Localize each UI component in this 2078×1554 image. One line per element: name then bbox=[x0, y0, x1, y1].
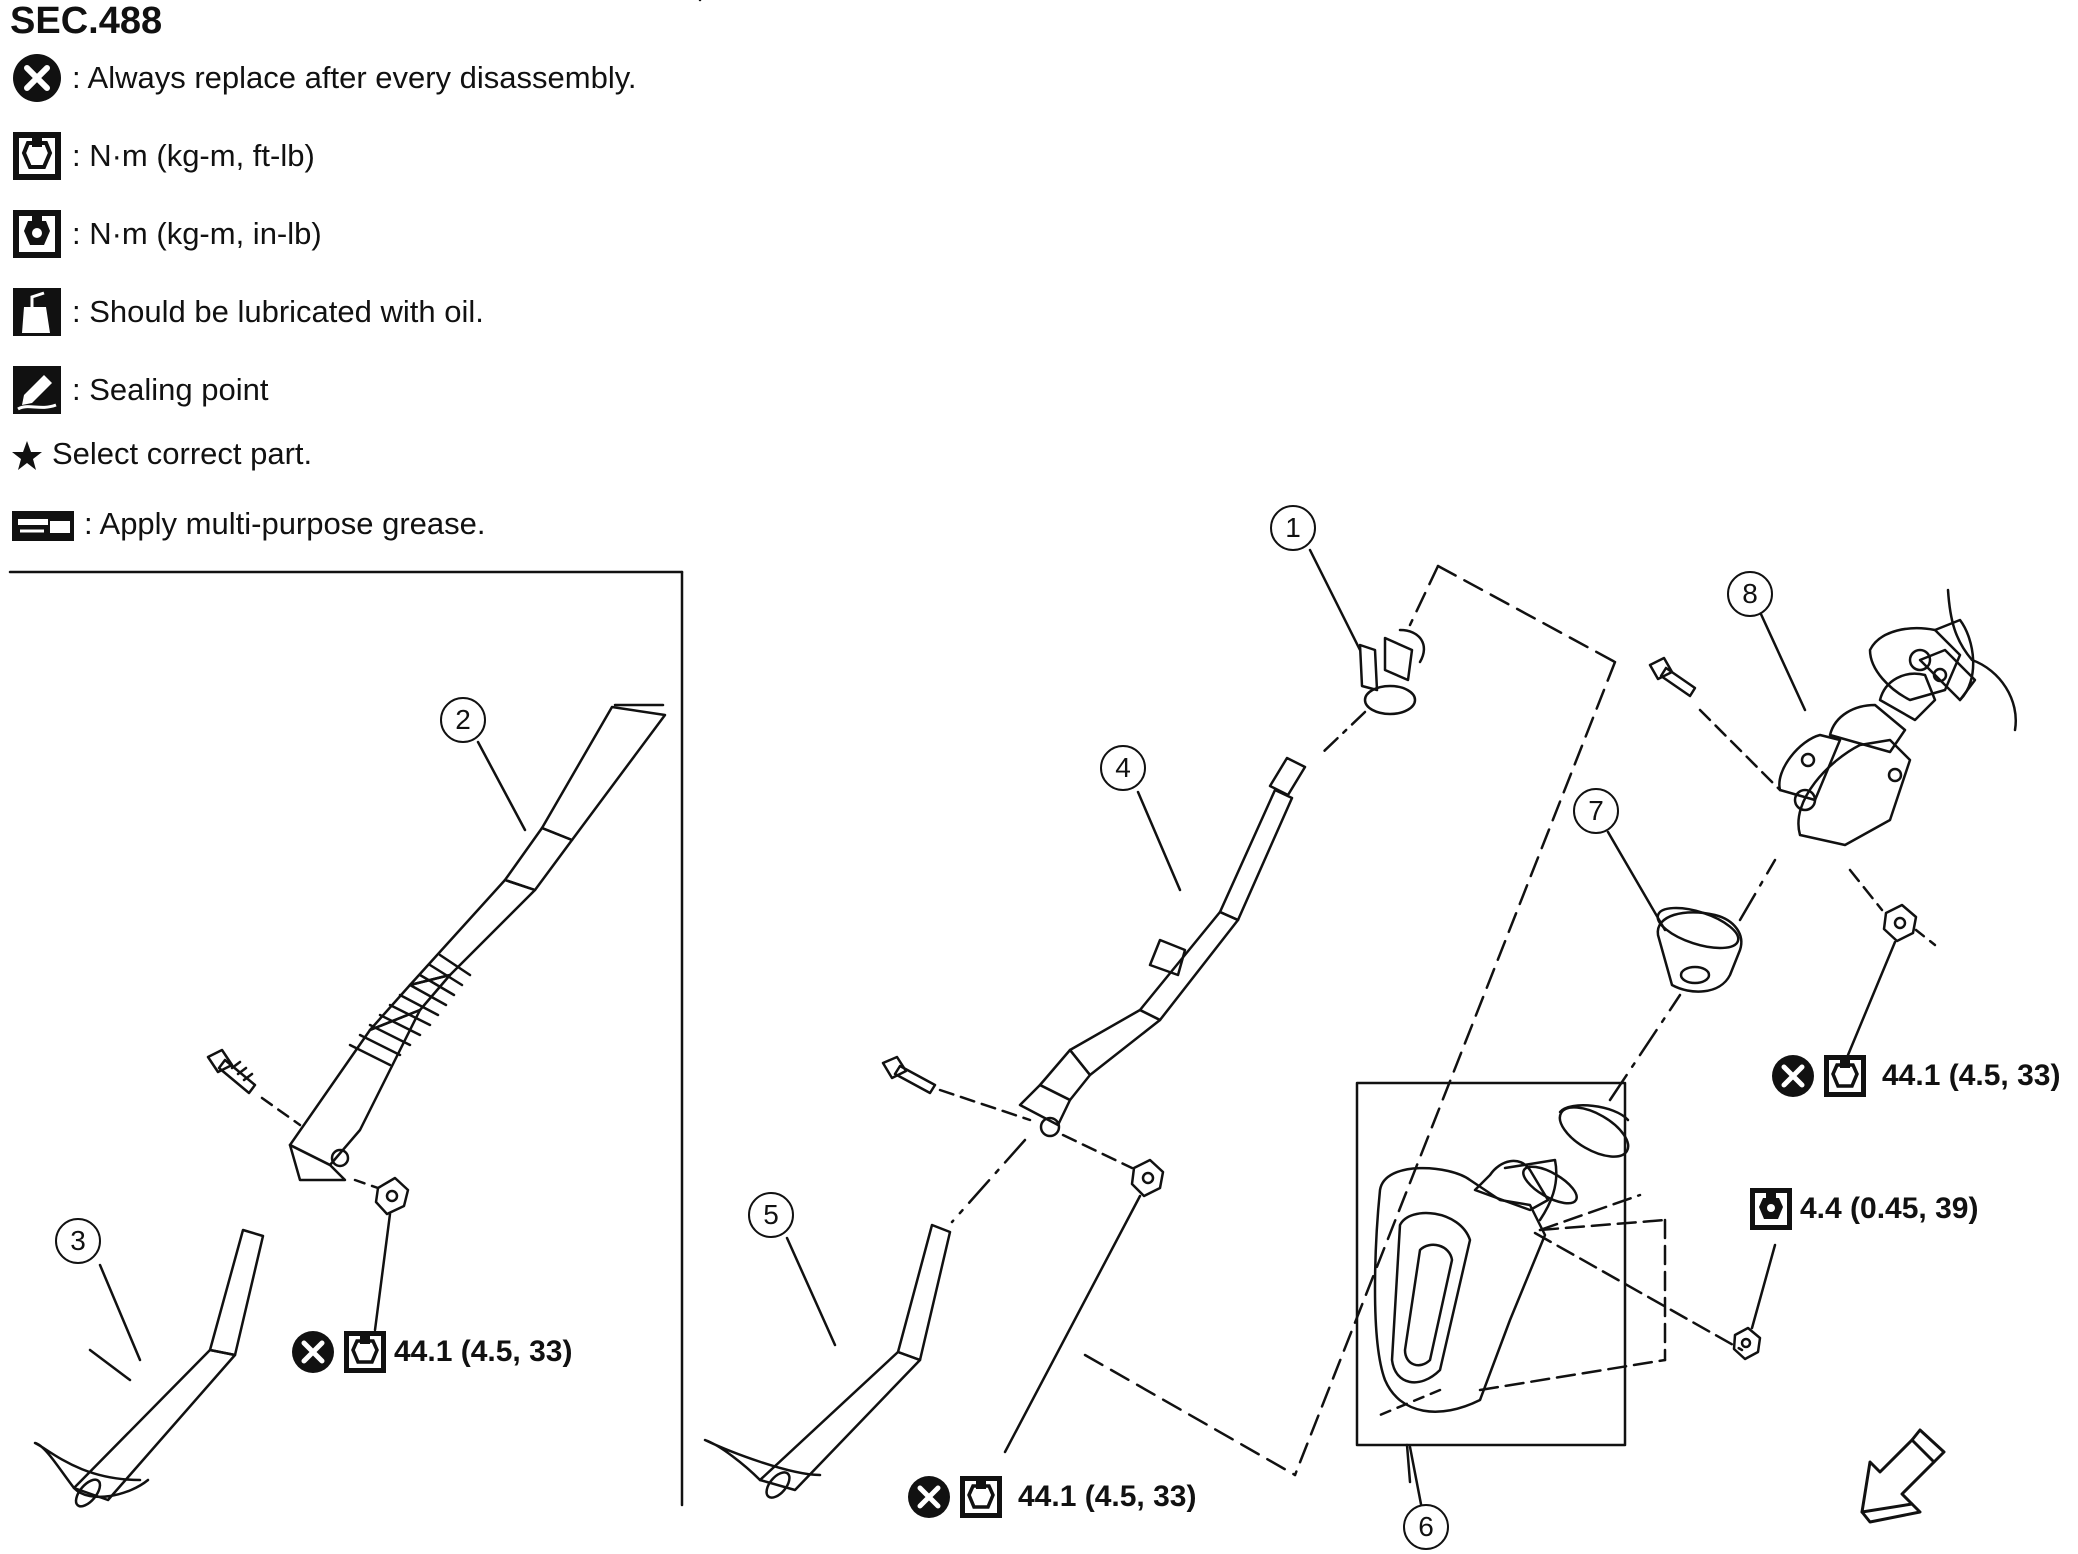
legend-item-sealing: : Sealing point bbox=[10, 362, 268, 418]
center-bolt bbox=[881, 1055, 1032, 1122]
torque-nm-ftlb-icon bbox=[10, 129, 64, 183]
torque-spec-hole-cover-nut: 4.4 (0.45, 39) bbox=[1748, 1186, 1978, 1232]
torque-nm-ftlb-icon bbox=[342, 1329, 388, 1375]
legend-item-select-part: Select correct part. bbox=[10, 426, 312, 482]
torque-value: 44.1 (4.5, 33) bbox=[1882, 1059, 2061, 1092]
part-3-lower-shaft-stub bbox=[33, 1228, 265, 1508]
legend-item-oil: : Should be lubricated with oil. bbox=[10, 284, 484, 340]
part-6-hole-cover bbox=[1355, 1081, 1744, 1484]
front-arrow-icon bbox=[1860, 1428, 1946, 1524]
legend-item-torque-inlb: : N·m (kg-m, in-lb) bbox=[10, 206, 322, 262]
replace-x-icon bbox=[290, 1329, 336, 1375]
oil-can-icon bbox=[10, 285, 64, 339]
torque-nm-ftlb-icon bbox=[958, 1474, 1004, 1520]
torque-nm-inlb-icon bbox=[10, 207, 64, 261]
replace-x-icon bbox=[10, 51, 64, 105]
callout-3: 3 bbox=[55, 1218, 101, 1264]
callout-2: 2 bbox=[440, 697, 486, 743]
callout-7: 7 bbox=[1573, 788, 1619, 834]
torque-spec-left-nut: 44.1 (4.5, 33) bbox=[290, 1329, 572, 1375]
legend-text: : N·m (kg-m, in-lb) bbox=[72, 216, 322, 251]
star-icon bbox=[10, 427, 44, 481]
torque-nm-ftlb-icon bbox=[1822, 1053, 1868, 1099]
part-5-intermediate-shaft bbox=[703, 1138, 1027, 1499]
part-1-clip bbox=[1318, 628, 1426, 757]
assembly-dashed-outline bbox=[1083, 564, 1617, 1477]
joint-nut bbox=[1846, 868, 1937, 1057]
callout-8: 8 bbox=[1727, 571, 1773, 617]
legend-item-torque-ftlb: : N·m (kg-m, ft-lb) bbox=[10, 128, 315, 184]
legend-text: : Always replace after every disassembly… bbox=[72, 60, 637, 95]
torque-nm-inlb-icon bbox=[1748, 1186, 1794, 1232]
torque-spec-center-nut: 44.1 (4.5, 33) bbox=[906, 1474, 1196, 1520]
legend-text: : Should be lubricated with oil. bbox=[72, 294, 484, 329]
section-number: SEC.488 bbox=[10, 0, 163, 42]
torque-value: 44.1 (4.5, 33) bbox=[394, 1335, 573, 1368]
replace-x-icon bbox=[1770, 1053, 1816, 1099]
legend-text: : Sealing point bbox=[72, 372, 269, 407]
callout-6: 6 bbox=[1403, 1504, 1449, 1550]
part-4-upper-shaft bbox=[1018, 756, 1307, 1138]
legend-text: : Apply multi-purpose grease. bbox=[84, 506, 486, 541]
callout-5: 5 bbox=[748, 1192, 794, 1238]
replace-x-icon bbox=[906, 1474, 952, 1520]
left-inset-frame bbox=[8, 570, 684, 1507]
left-bolt bbox=[206, 1048, 302, 1127]
legend-item-replace: : Always replace after every disassembly… bbox=[10, 50, 637, 106]
torque-spec-joint-nut: 44.1 (4.5, 33) bbox=[1770, 1053, 2060, 1099]
legend-text: : N·m (kg-m, ft-lb) bbox=[72, 138, 315, 173]
center-nut bbox=[1003, 1133, 1165, 1454]
callout-4: 4 bbox=[1100, 745, 1146, 791]
callout-leaders bbox=[98, 548, 1807, 1527]
part-8-universal-joint bbox=[1778, 588, 2018, 847]
hole-cover-nut bbox=[1732, 1243, 1777, 1361]
legend-text: Select correct part. bbox=[52, 436, 313, 471]
sealing-point-icon bbox=[10, 363, 64, 417]
grease-gun-icon bbox=[10, 497, 76, 551]
left-nut bbox=[353, 1176, 410, 1332]
part-7-grommet bbox=[1608, 858, 1777, 1102]
torque-value: 44.1 (4.5, 33) bbox=[1018, 1480, 1197, 1513]
legend-item-grease: : Apply multi-purpose grease. bbox=[10, 496, 486, 552]
joint-bolt bbox=[698, 0, 1782, 792]
part-2-lower-shaft bbox=[288, 703, 667, 1182]
callout-1: 1 bbox=[1270, 505, 1316, 551]
torque-value: 4.4 (0.45, 39) bbox=[1800, 1192, 1979, 1225]
